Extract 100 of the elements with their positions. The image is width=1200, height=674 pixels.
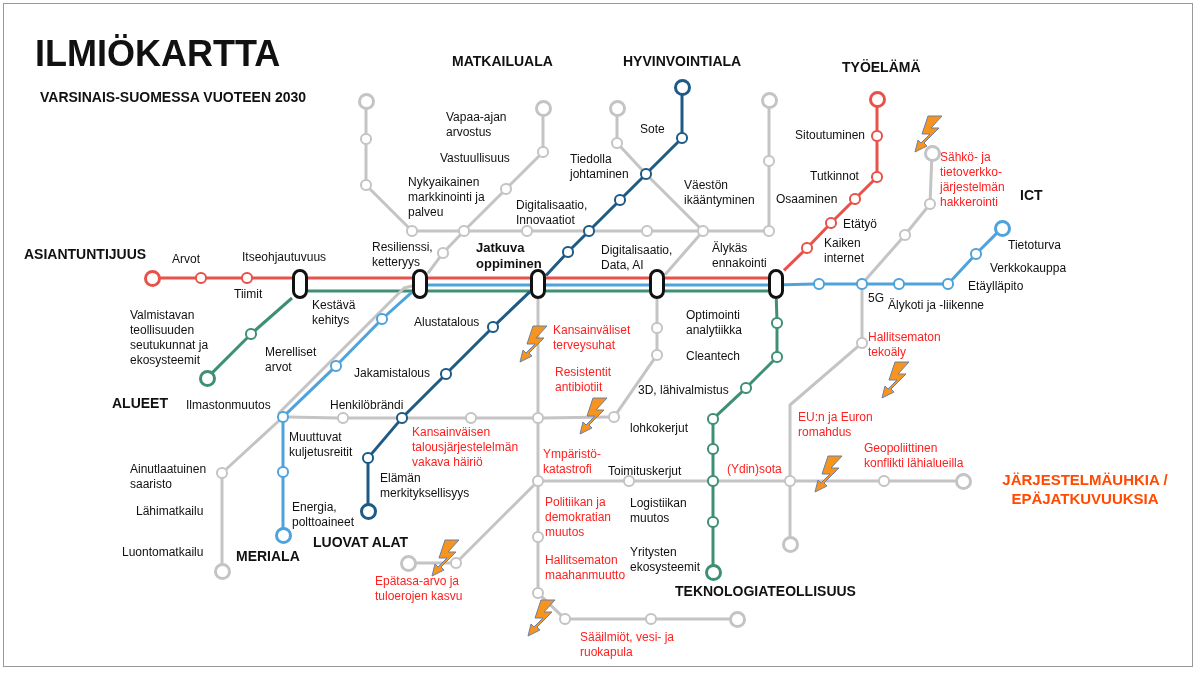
station-marker [707, 443, 719, 455]
metro-line [428, 283, 530, 287]
station-label: Verkkokauppa [990, 261, 1067, 276]
risk-label: Kansainväliset terveysuhat [553, 323, 632, 353]
metro-line [366, 462, 370, 504]
station-marker [784, 475, 796, 487]
metro-line [615, 357, 656, 415]
station-marker [878, 475, 890, 487]
station-marker [614, 194, 626, 206]
metro-line [767, 165, 771, 227]
metro-line [475, 416, 534, 420]
station-marker [849, 193, 861, 205]
metro-line [863, 237, 904, 282]
station-marker [608, 411, 620, 423]
station-label: Etäylläpito [968, 279, 1024, 294]
station-label: Toimituskerjut [608, 464, 682, 479]
station-marker [651, 322, 663, 334]
metro-line [888, 479, 956, 483]
station-marker [195, 272, 207, 284]
metro-line [903, 282, 944, 286]
metro-line [655, 299, 659, 324]
risk-label: Epätasa-arvo ja tuloerojen kasvu [375, 574, 464, 604]
metro-line [648, 176, 701, 229]
station-marker [360, 179, 372, 191]
station-marker [376, 313, 388, 325]
station-label: Resilienssi, ketteryys [372, 240, 434, 270]
metro-line [347, 416, 398, 420]
station-marker [924, 198, 936, 210]
metro-line [570, 233, 587, 250]
station-label: Kaiken internet [824, 236, 866, 266]
metro-line [495, 290, 532, 325]
station-label: Elämän merkityksellisyys [380, 471, 471, 501]
station-marker [856, 278, 868, 290]
station-marker [608, 99, 626, 117]
station-label: Osaaminen [776, 192, 838, 207]
station-marker [760, 91, 778, 109]
station-marker [893, 278, 905, 290]
metro-line [406, 416, 467, 420]
station-marker [707, 516, 719, 528]
metro-line [711, 423, 715, 445]
station-marker [673, 78, 691, 96]
risk-label: EU:n ja Euron romahdus [798, 410, 874, 440]
station-label: Arvot [172, 252, 200, 267]
metro-line [542, 479, 625, 483]
metro-line [748, 359, 775, 386]
station-label: Valmistavan teollisuuden seutukunnat ja ekosysteemit [130, 308, 210, 368]
station-label: Sitoutuminen [795, 128, 866, 143]
metro-line [665, 276, 768, 280]
metro-line [540, 595, 563, 617]
risk-label: Hallitsematon tekoäly [868, 330, 942, 360]
interchange-marker [768, 269, 784, 299]
station-marker [559, 613, 571, 625]
metro-line [369, 420, 401, 456]
station-marker [651, 349, 663, 361]
station-marker [697, 225, 709, 237]
station-marker [923, 144, 941, 162]
metro-line [220, 477, 224, 564]
metro-line [445, 233, 462, 251]
station-marker [611, 137, 623, 149]
metro-line [210, 336, 249, 375]
station-marker [801, 242, 813, 254]
station-marker [458, 225, 470, 237]
metro-line [281, 421, 285, 468]
metro-line [665, 289, 768, 293]
station-marker [532, 531, 544, 543]
metro-line [651, 229, 699, 233]
station-marker [993, 219, 1011, 237]
station-marker [641, 225, 653, 237]
map-label: Lähimatkailu [136, 504, 204, 519]
line-name: TEKNOLOGIATEOLLISUUS [675, 584, 856, 599]
metro-line [663, 233, 702, 276]
station-marker [813, 278, 825, 290]
station-marker [728, 610, 746, 628]
metro-line [364, 108, 368, 135]
station-marker [532, 475, 544, 487]
station-marker [357, 92, 375, 110]
metro-line [707, 229, 765, 233]
metro-line [978, 231, 999, 252]
station-marker [465, 412, 477, 424]
station-marker [871, 171, 883, 183]
station-marker [359, 502, 377, 520]
metro-line [253, 296, 293, 333]
station-label: Alustatalous [414, 315, 480, 330]
line-name: ALUEET [112, 396, 168, 411]
metro-line [428, 289, 530, 293]
metro-line [906, 206, 929, 233]
station-marker [521, 225, 533, 237]
metro-line [715, 390, 744, 417]
line-name: ICT [1020, 188, 1043, 203]
metro-line [416, 229, 460, 233]
station-label: Ilmastonmuutos [186, 398, 271, 413]
metro-line [251, 276, 292, 280]
metro-line [655, 617, 730, 621]
station-marker [500, 183, 512, 195]
risk-label: Politiikan ja demokratian muutos [545, 495, 613, 540]
line-name: MERIALA [236, 549, 300, 564]
metro-line [546, 283, 649, 287]
station-marker [440, 368, 452, 380]
metro-line [364, 143, 368, 181]
metro-line [458, 483, 536, 561]
